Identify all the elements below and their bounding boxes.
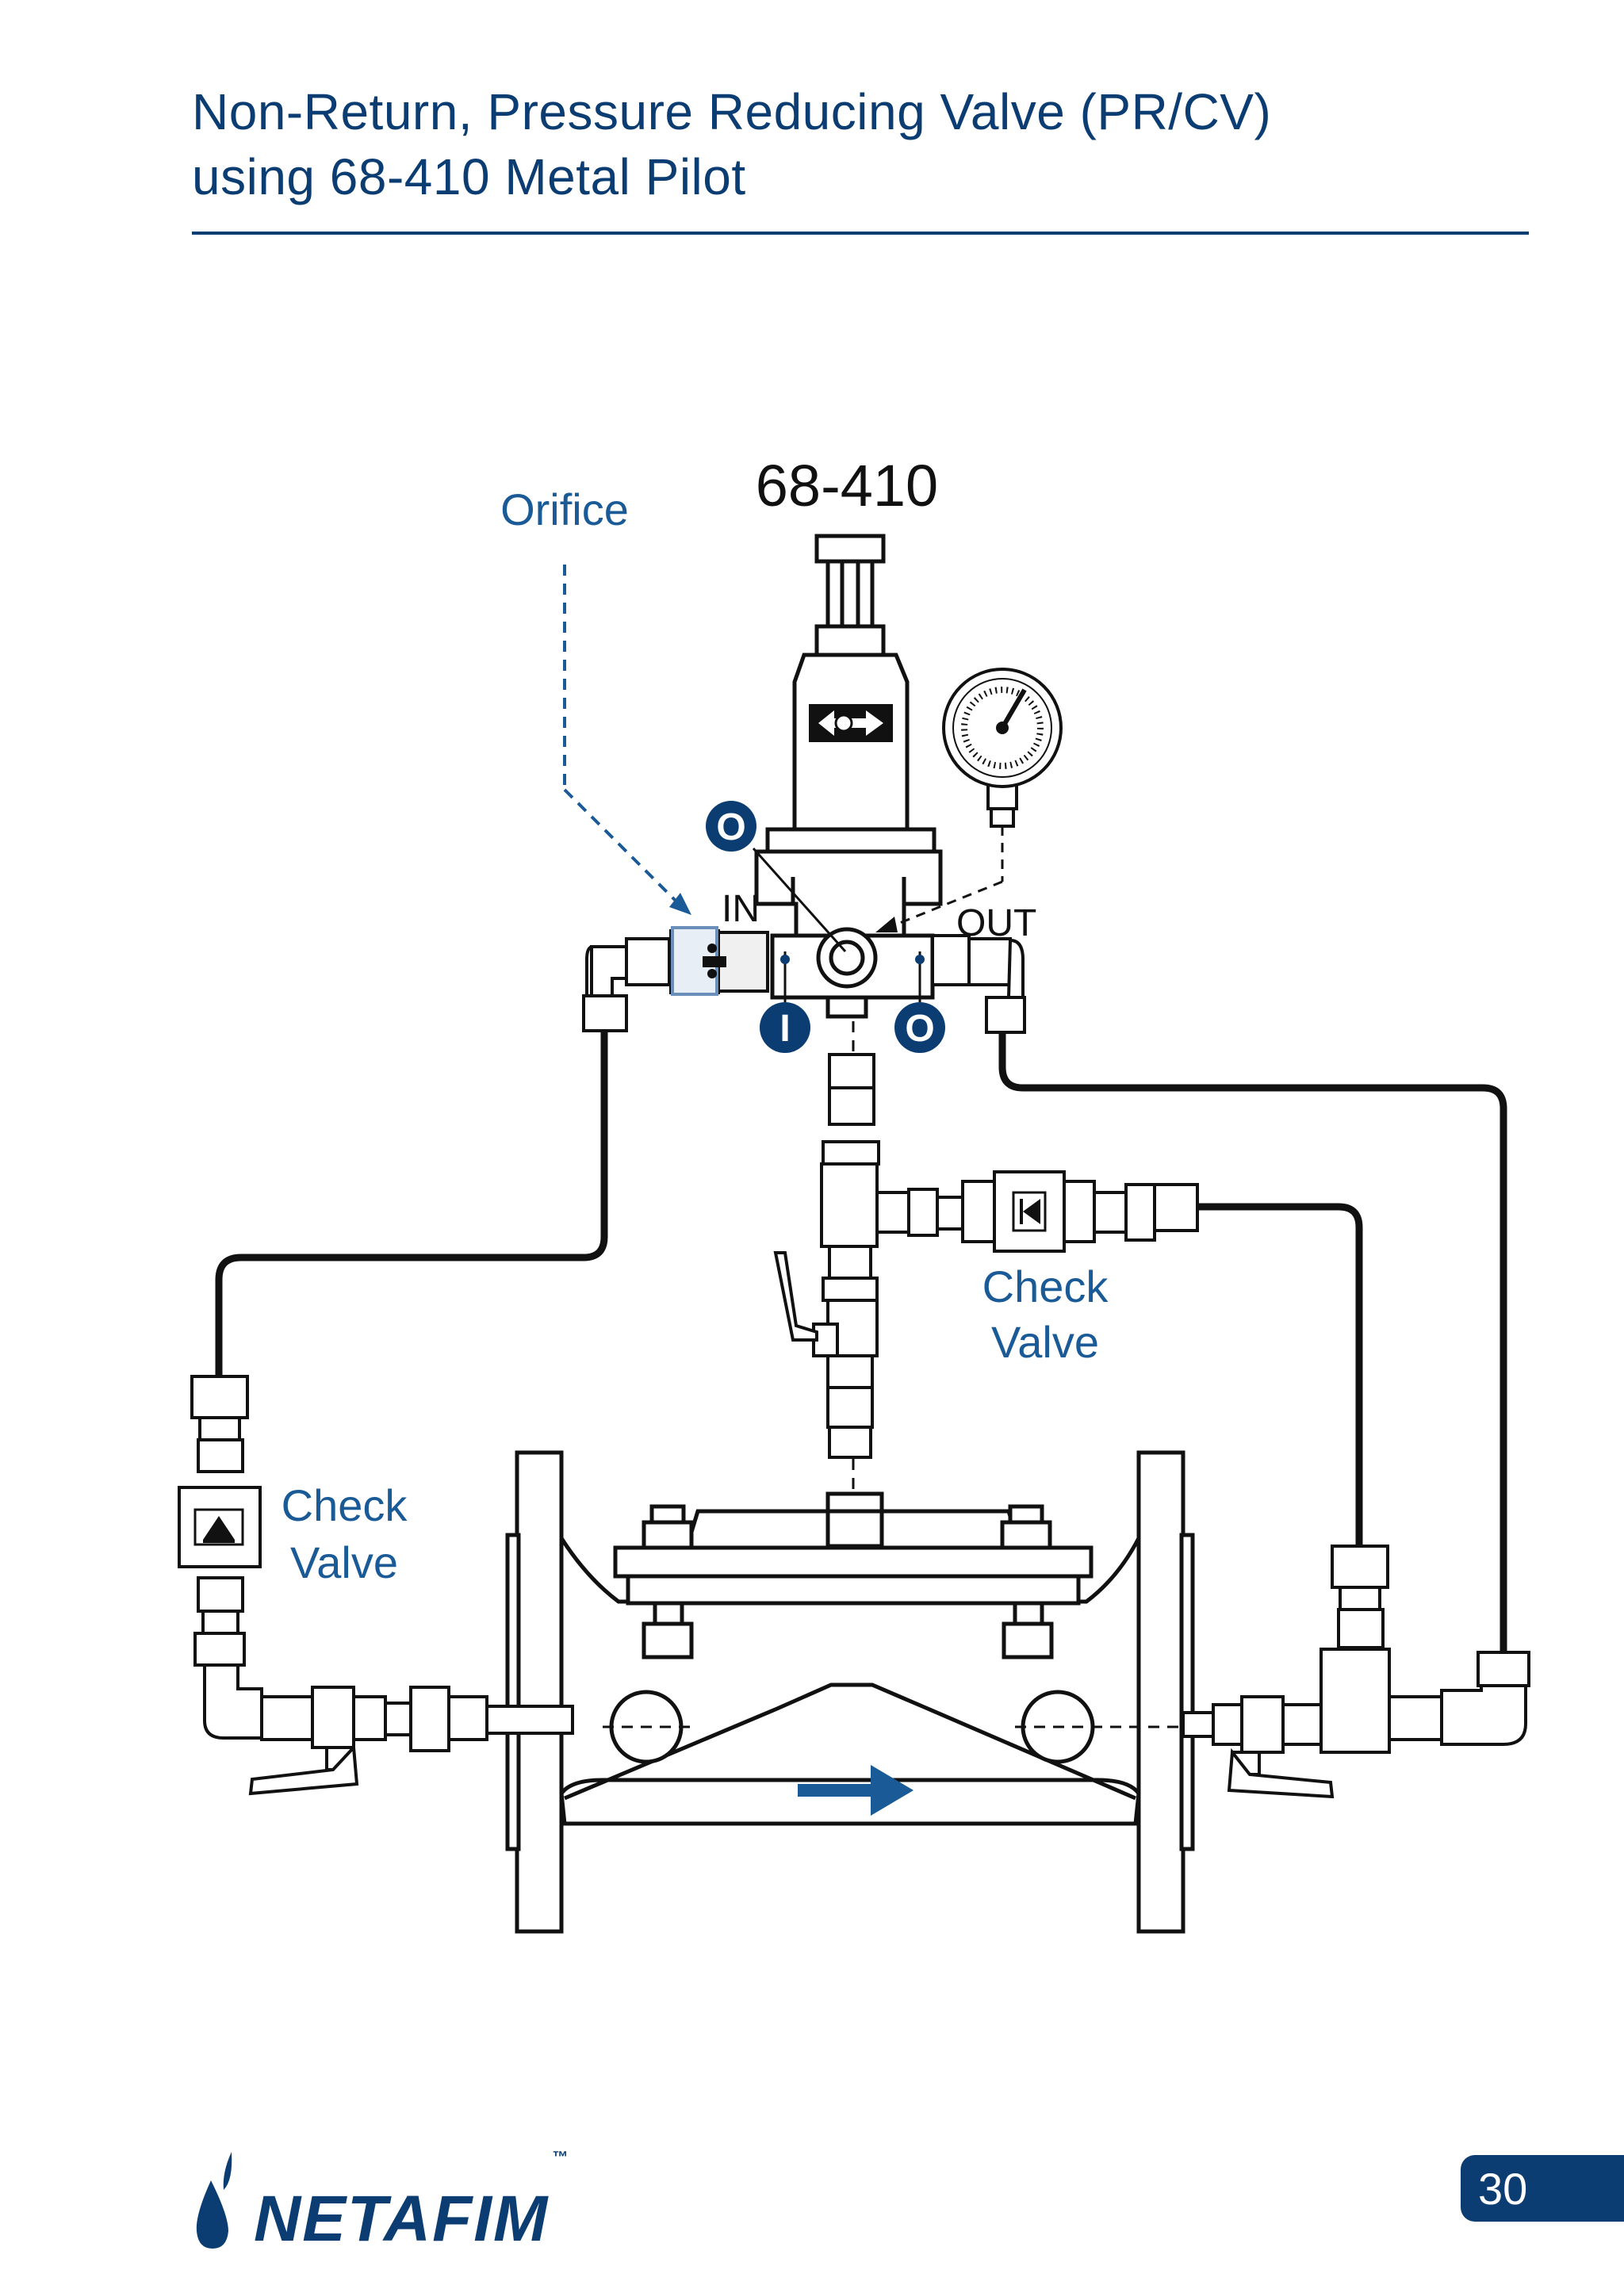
port-in-label: IN — [722, 888, 760, 930]
port-out-label: OUT — [956, 902, 1036, 944]
brand-trademark: ™ — [552, 2149, 569, 2166]
main-valve — [505, 1450, 1195, 1934]
check-valve-right-line2: Valve — [991, 1317, 1099, 1367]
right-flange — [1136, 1450, 1185, 1934]
svg-text:O: O — [716, 806, 745, 848]
check-valve-right-line1: Check — [982, 1261, 1109, 1311]
title-rule — [192, 232, 1529, 235]
pressure-gauge-icon — [942, 668, 1063, 828]
orifice-label: Orifice — [500, 484, 629, 534]
check-valve-left-line1: Check — [282, 1480, 408, 1530]
netafim-logo: NETAFIM ™ — [192, 2149, 568, 2252]
badge-outlet: O — [894, 1002, 945, 1053]
svg-text:I: I — [779, 1008, 790, 1050]
left-flange — [515, 1450, 564, 1934]
svg-text:O: O — [905, 1008, 934, 1050]
water-drop-icon — [196, 2152, 232, 2249]
check-valve-left-line2: Valve — [290, 1537, 398, 1587]
right-check-valve — [875, 1170, 1199, 1253]
pilot-arrow-icon — [809, 704, 893, 742]
right-lower-assembly — [1182, 1545, 1530, 1799]
left-check-arrow-icon — [193, 1508, 244, 1546]
page-number: 30 — [1461, 2155, 1624, 2222]
brand-name: NETAFIM — [254, 2183, 550, 2255]
title-line-2: using 68-410 Metal Pilot — [192, 148, 746, 205]
orifice-fitting — [671, 926, 726, 996]
pilot-68-410 — [754, 534, 943, 1019]
badge-top: O — [706, 801, 756, 852]
inlet-fittings — [582, 929, 769, 1032]
badge-inlet: I — [760, 1002, 810, 1053]
pilot-model-label: 68-410 — [756, 453, 938, 519]
tubing — [215, 1028, 1507, 1656]
title-line-1: Non-Return, Pressure Reducing Valve (PR/… — [192, 83, 1272, 140]
flow-arrow — [798, 1765, 914, 1816]
orifice-leader — [563, 565, 684, 909]
right-check-arrow-icon — [1012, 1191, 1047, 1232]
center-stack — [773, 1053, 880, 1459]
left-check-valve — [178, 1375, 574, 1796]
outlet-fittings — [931, 934, 1026, 1034]
